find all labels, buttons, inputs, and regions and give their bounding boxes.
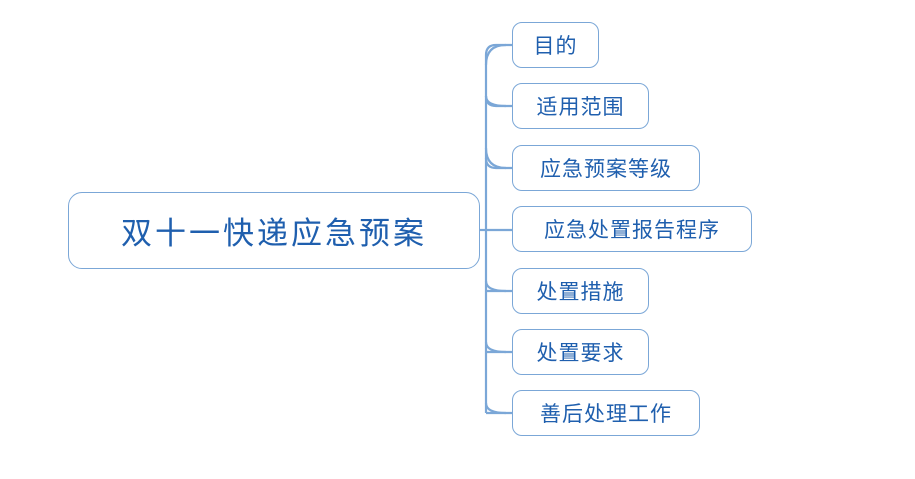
child-node-report-procedure[interactable]: 应急处置报告程序 bbox=[512, 206, 752, 252]
child-node-label: 适用范围 bbox=[536, 95, 625, 119]
child-node-plan-level[interactable]: 应急预案等级 bbox=[512, 145, 700, 191]
child-node-label: 处置措施 bbox=[536, 280, 625, 304]
root-node-label: 双十一快递应急预案 bbox=[121, 216, 427, 251]
connector-to-child-2 bbox=[484, 157, 512, 170]
child-node-label: 善后处理工作 bbox=[540, 402, 672, 426]
child-node-aftermath[interactable]: 善后处理工作 bbox=[512, 390, 700, 436]
root-node[interactable]: 双十一快递应急预案 bbox=[68, 192, 480, 269]
child-node-scope[interactable]: 适用范围 bbox=[512, 83, 649, 129]
child-node-label: 应急处置报告程序 bbox=[544, 218, 720, 242]
connector-to-child-1 bbox=[484, 95, 512, 108]
connector-corner-6 bbox=[484, 402, 507, 415]
child-node-label: 目的 bbox=[533, 34, 578, 58]
connector-to-child-0 bbox=[484, 43, 512, 56]
child-node-purpose[interactable]: 目的 bbox=[512, 22, 599, 68]
connector-corner-2 bbox=[484, 147, 507, 170]
child-node-requirements[interactable]: 处置要求 bbox=[512, 329, 649, 375]
child-node-label: 处置要求 bbox=[536, 341, 625, 365]
connector-corner-5 bbox=[484, 341, 507, 354]
connector-corner-1 bbox=[484, 95, 507, 108]
connector-corner-4 bbox=[484, 280, 507, 293]
child-node-label: 应急预案等级 bbox=[540, 157, 672, 181]
connector-corner-0 bbox=[484, 43, 507, 66]
child-node-measures[interactable]: 处置措施 bbox=[512, 268, 649, 314]
